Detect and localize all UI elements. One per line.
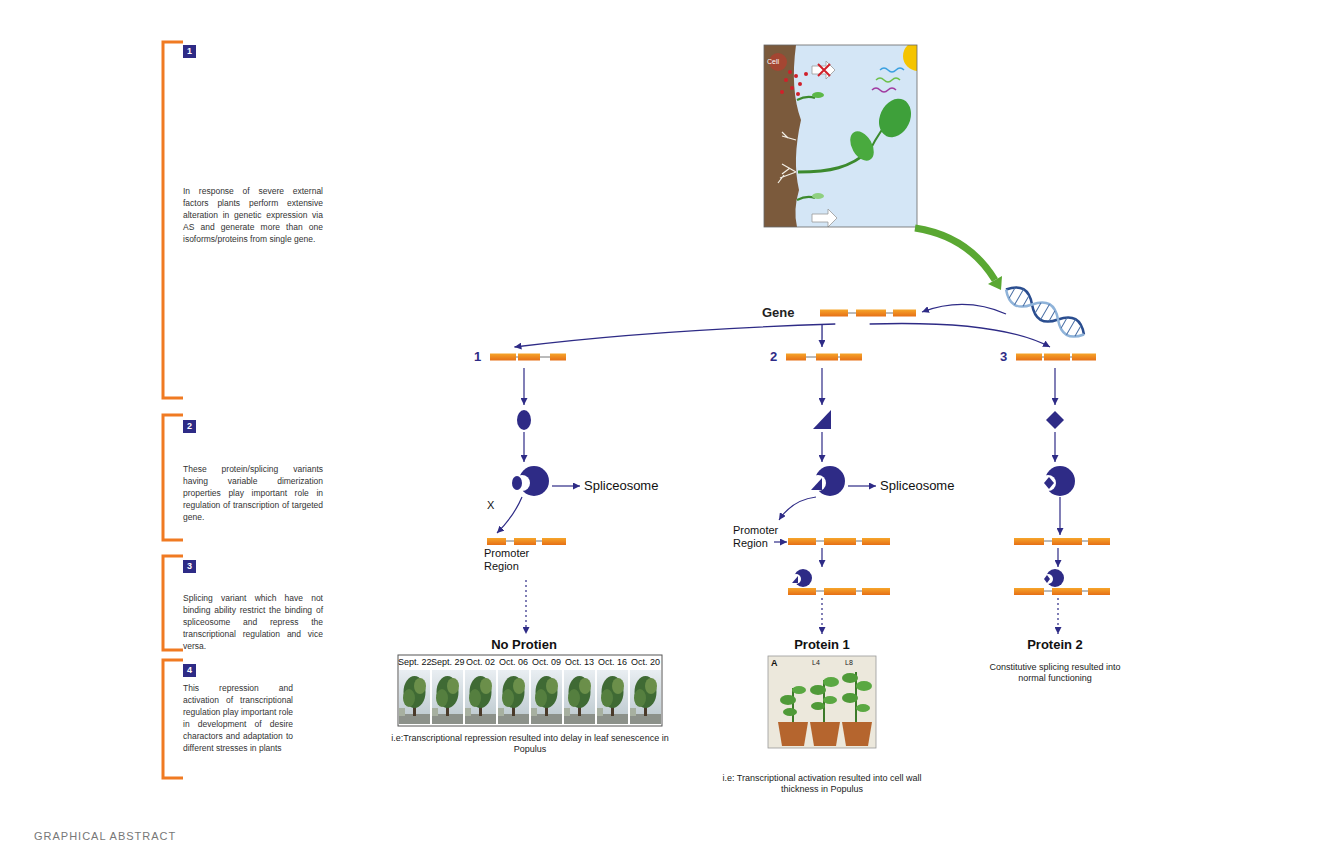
node-label: 3: [1000, 347, 1007, 367]
figure-caption: GRAPHICAL ABSTRACT: [34, 830, 176, 842]
connector: [514, 324, 835, 347]
photo-line-label: L8: [845, 659, 853, 666]
photo-date: Oct. 16: [596, 657, 629, 668]
callout-number: 4: [183, 664, 196, 677]
exon-block: [1044, 354, 1070, 361]
callout-number: 3: [183, 560, 196, 573]
cell-label: Cell: [767, 58, 779, 65]
gene-bar: [770, 347, 864, 367]
promoter-label: Promoter Region: [733, 524, 785, 550]
transcript-node: 1: [474, 347, 568, 367]
pathway-constitutive: [1014, 368, 1110, 634]
block-mark: X: [487, 499, 494, 511]
photo-date: Oct. 06: [497, 657, 530, 668]
callout-number: 2: [183, 420, 196, 433]
exon-block: [518, 354, 540, 361]
photo-date: Sept. 22: [398, 657, 431, 668]
step-note: This repression and activation of transc…: [183, 682, 293, 754]
exon-block: [820, 310, 848, 317]
photo-date: Oct. 20: [629, 657, 662, 668]
node-label: 2: [770, 347, 777, 367]
protein-result: Protein 1: [762, 637, 882, 652]
photo-date: Sept. 29: [431, 657, 464, 668]
example-caption: Constitutive splicing resulted into norm…: [975, 662, 1135, 684]
plant-pots-photo: [768, 656, 876, 748]
gene-bar: [474, 347, 568, 367]
exon-block: [816, 354, 838, 361]
callout-number: 1: [183, 45, 196, 58]
dna-arrow: [922, 304, 1006, 314]
protein-result: No Protien: [464, 637, 584, 652]
node-label: Gene: [762, 302, 795, 324]
step-note: In response of severe external factors p…: [183, 185, 323, 245]
exon-block: [856, 310, 886, 317]
photo-date: Oct. 13: [563, 657, 596, 668]
spliceosome-label: Spliceosome: [880, 478, 954, 493]
transcript-node: 2: [770, 347, 864, 367]
bracket: [163, 42, 183, 778]
gene-node: Gene: [762, 302, 918, 324]
example-caption: i.e: Transcriptional activation resulted…: [712, 773, 932, 795]
exon-block: [893, 310, 916, 317]
exon-block: [550, 354, 566, 361]
photo-panel-letter: A: [771, 658, 778, 668]
example-caption: i.e:Transcriptional repression resulted …: [380, 733, 680, 755]
gene-bar: [1000, 347, 1098, 367]
exon-block: [1072, 354, 1096, 361]
photo-line-label: L4: [812, 659, 820, 666]
green-arrow: [915, 228, 1002, 290]
step-note: Splicing variant which have not binding …: [183, 592, 323, 652]
dna-helix: [1002, 282, 1089, 343]
promoter-label: Promoter Region: [484, 547, 538, 573]
plant-illustration: [764, 45, 917, 227]
connector: [821, 324, 822, 347]
node-label: 1: [474, 347, 481, 367]
connector: [870, 323, 1050, 347]
photo-date: Oct. 09: [530, 657, 563, 668]
senescence-photo-strip: [398, 655, 662, 726]
pathway-activation: [774, 368, 890, 634]
exon-block: [786, 354, 806, 361]
spliceosome-label: Spliceosome: [584, 478, 658, 493]
protein-result: Protein 2: [995, 637, 1115, 652]
step-note: These protein/splicing variants having v…: [183, 463, 323, 523]
exon-block: [840, 354, 862, 361]
photo-date: Oct. 02: [464, 657, 497, 668]
transcript-node: 3: [1000, 347, 1098, 367]
exon-block: [490, 354, 516, 361]
pathway-repression: [487, 368, 580, 634]
illustration-frame: [764, 45, 917, 227]
exon-block: [1016, 354, 1042, 361]
